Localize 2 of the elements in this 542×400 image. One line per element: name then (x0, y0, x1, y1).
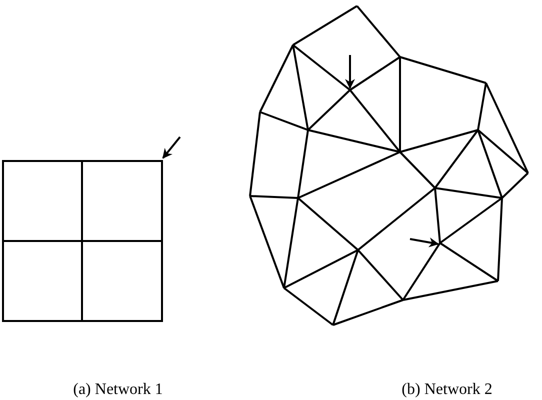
figure-caption: (a) Network 1 (73, 381, 163, 399)
figure-caption: (b) Network 2 (402, 381, 492, 399)
